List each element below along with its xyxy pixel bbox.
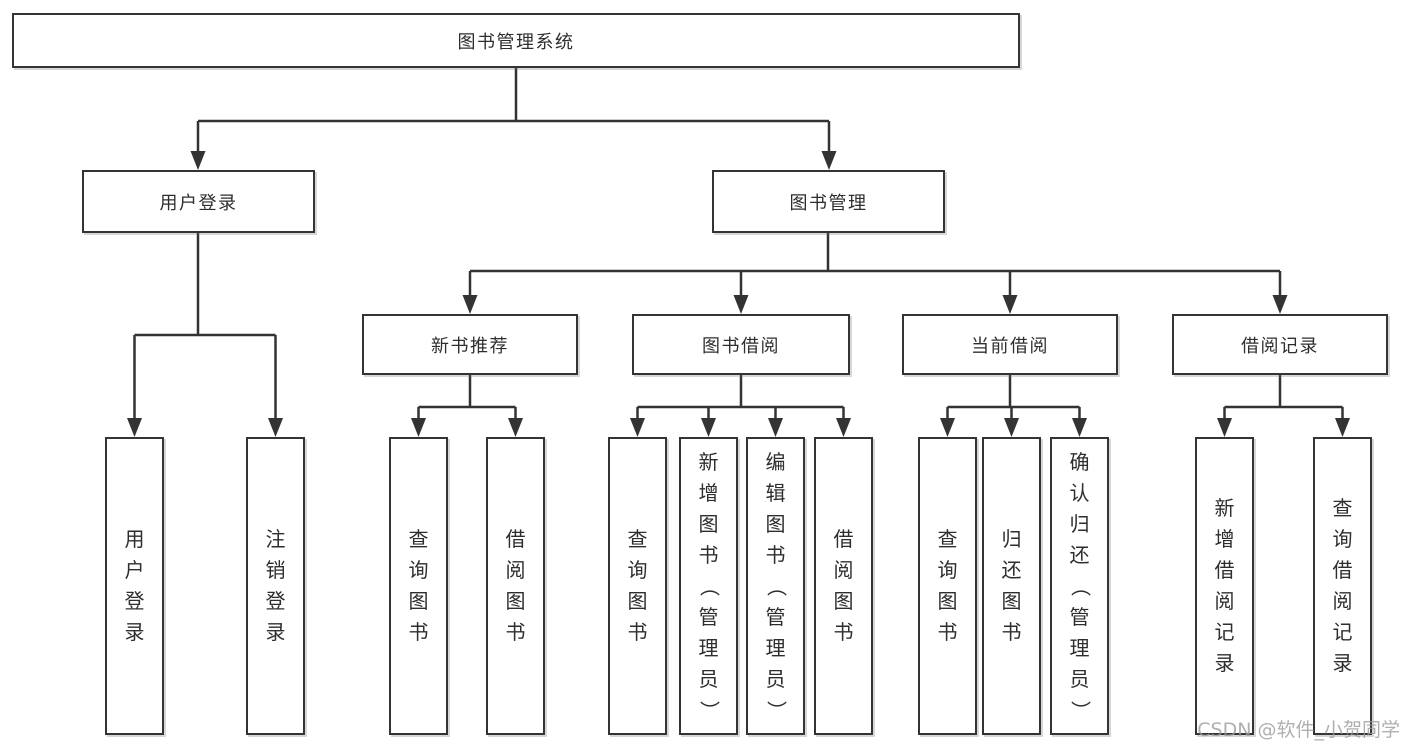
node-book-borrowing: 图书借阅 bbox=[632, 314, 850, 375]
node-label: 用户登录 bbox=[159, 192, 238, 214]
node-borrow-books: 借阅图书 bbox=[814, 437, 873, 735]
node-label: 借阅记录 bbox=[1241, 335, 1319, 357]
node-user-login-module: 用户登录 bbox=[82, 170, 315, 233]
node-label: 新书推荐 bbox=[431, 335, 509, 357]
arrowheads bbox=[127, 151, 1350, 437]
node-label: 用户登录 bbox=[124, 527, 145, 644]
node-edit-books-admin: 编辑图书（管理员） bbox=[746, 437, 805, 735]
node-label: 新增借阅记录 bbox=[1214, 496, 1235, 675]
node-label: 图书管理 bbox=[789, 192, 868, 214]
node-label: 查询图书 bbox=[408, 527, 429, 644]
node-user-login: 用户登录 bbox=[105, 437, 164, 735]
csdn-watermark: CSDN @软件_小贺同学 bbox=[1197, 719, 1400, 741]
node-label: 新增图书（管理员） bbox=[697, 449, 721, 721]
node-label: 当前借阅 bbox=[971, 335, 1049, 357]
node-label: 图书借阅 bbox=[702, 335, 780, 357]
node-query-books-current: 查询图书 bbox=[918, 437, 977, 735]
node-label: 图书管理系统 bbox=[457, 31, 575, 53]
node-query-borrow-record: 查询借阅记录 bbox=[1313, 437, 1372, 735]
node-library-management-system: 图书管理系统 bbox=[12, 13, 1020, 68]
node-borrow-books-recommend: 借阅图书 bbox=[486, 437, 545, 735]
node-label: 确认归还（管理员） bbox=[1068, 449, 1092, 721]
node-logout: 注销登录 bbox=[246, 437, 305, 735]
node-label: 查询图书 bbox=[627, 527, 648, 644]
connector-strokes bbox=[133, 68, 1344, 419]
node-confirm-return-admin: 确认归还（管理员） bbox=[1050, 437, 1109, 735]
node-borrowing-records: 借阅记录 bbox=[1172, 314, 1388, 375]
node-current-borrowing: 当前借阅 bbox=[902, 314, 1118, 375]
node-query-books-borrowing: 查询图书 bbox=[608, 437, 667, 735]
node-return-books: 归还图书 bbox=[982, 437, 1041, 735]
node-label: 借阅图书 bbox=[505, 527, 526, 644]
node-label: 编辑图书（管理员） bbox=[764, 449, 788, 721]
node-new-book-recommendation: 新书推荐 bbox=[362, 314, 578, 375]
node-label: 注销登录 bbox=[265, 527, 286, 644]
node-add-books-admin: 新增图书（管理员） bbox=[679, 437, 738, 735]
node-book-management-module: 图书管理 bbox=[712, 170, 945, 233]
node-label: 归还图书 bbox=[1001, 527, 1022, 644]
node-label: 查询图书 bbox=[937, 527, 958, 644]
node-label: 借阅图书 bbox=[833, 527, 854, 644]
node-query-books-recommend: 查询图书 bbox=[389, 437, 448, 735]
node-add-borrow-record: 新增借阅记录 bbox=[1195, 437, 1254, 735]
node-label: 查询借阅记录 bbox=[1332, 496, 1353, 675]
